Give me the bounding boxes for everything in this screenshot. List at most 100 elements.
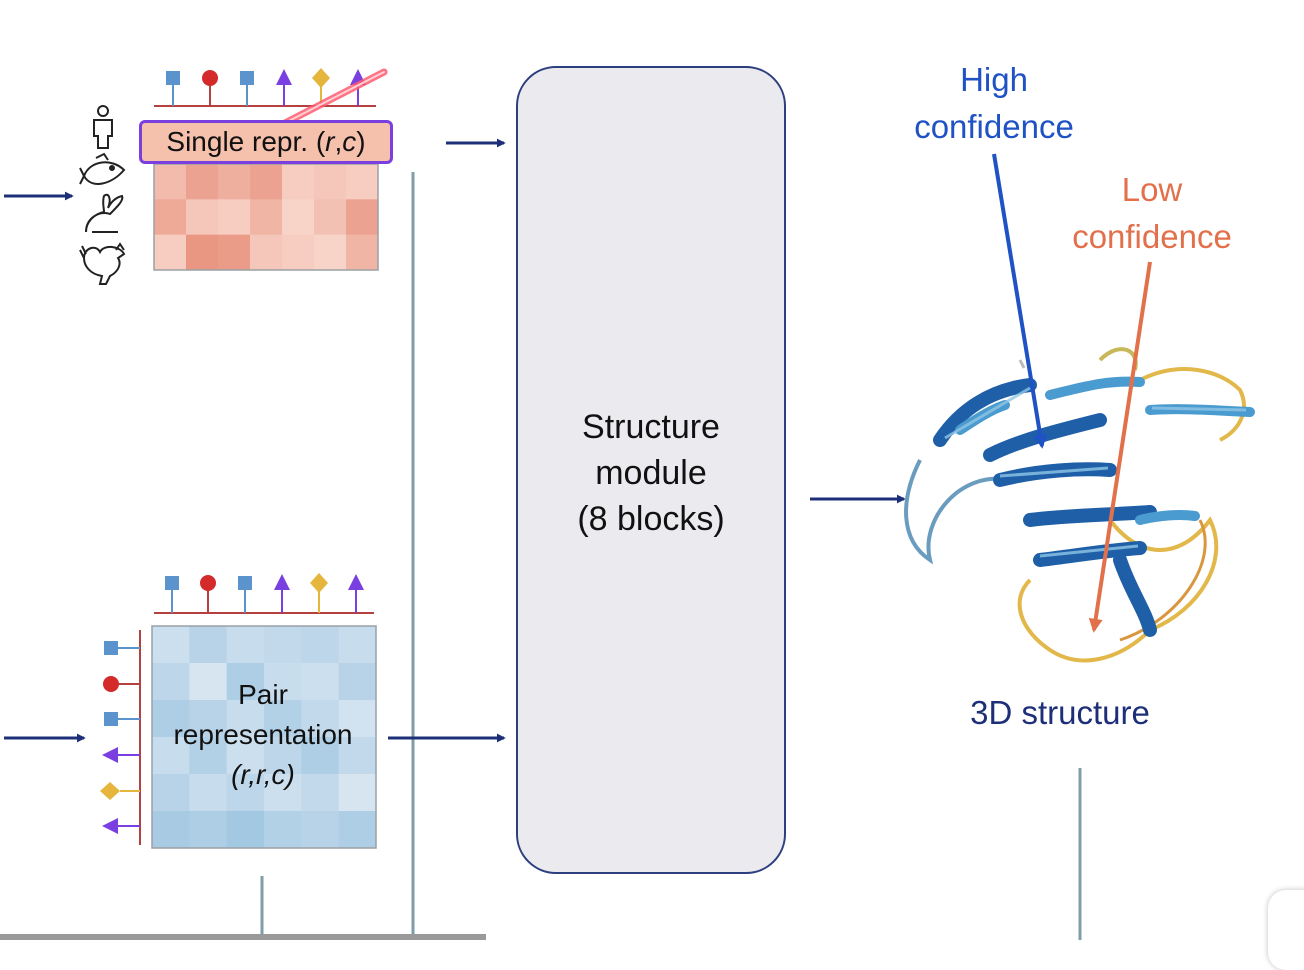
single-heatmap-cell [218,164,251,200]
pair-heatmap-cell [338,737,377,775]
module-label-line1: Structure [582,408,720,446]
pair-heatmap-cell [189,700,228,738]
square-marker [238,576,252,590]
pair-heatmap-cell [226,737,265,775]
pair-label-line2: representation [173,719,353,750]
pair-heatmap-cell [301,626,340,664]
pair-heatmap-cell [226,774,265,812]
square-marker [104,712,118,726]
pair-heatmap-cell [264,663,302,701]
pair-label-line1: Pair [238,679,288,710]
pair-label-line3: (r,r,c) [231,759,295,790]
pair-heatmap-cell [338,700,377,738]
triangle-marker [102,747,118,763]
circle-marker [200,575,216,591]
diagram-stage: Single repr. (r,c) Pair representation (… [0,56,1255,940]
pair-left-markers [100,641,140,834]
single-heatmap-cell [314,199,347,236]
pair-representation-label: Pair representation (r,r,c) [150,675,376,795]
single-heatmap-cell [314,234,347,271]
pair-heatmap-cell [301,700,340,738]
module-label-line2: module [595,454,707,492]
square-marker [165,576,179,590]
pair-heatmap-cell [226,700,265,738]
pair-heatmap-cell [152,811,190,849]
single-heatmap-cell [186,164,219,200]
square-marker [104,641,118,655]
circle-marker [103,676,119,692]
high-confidence-label: High confidence [896,56,1092,150]
single-representation-heatmap [153,163,379,271]
single-heatmap-cell [154,199,187,236]
pair-heatmap-cell [338,626,377,664]
fish-icon [79,152,126,185]
pair-heatmap-cell [152,737,190,775]
single-heatmap-cell [250,199,283,236]
single-heatmap-cell [154,164,187,200]
diagram-canvas [4,68,1255,940]
pair-heatmap-cell [189,663,228,701]
pair-heatmap-cell [301,737,340,775]
low-confidence-arrow [1088,261,1152,633]
video-progress-bar[interactable] [0,934,486,940]
pair-heatmap-cell [301,811,340,849]
pair-heatmap-cell-border [151,625,377,849]
high-confidence-arrow [992,153,1048,449]
single-label-r: r [325,126,335,157]
pair-representation-heatmap [151,625,377,849]
pair-heatmap-cell [152,626,190,664]
single-heatmap-cell [186,199,219,236]
single-heatmap-cell-border [153,163,379,271]
square-marker [166,71,180,85]
pair-heatmap-cell [189,774,228,812]
pair-heatmap-cell [338,774,377,812]
diamond-marker [100,782,120,800]
single-heatmap-cell [250,234,283,271]
single-heatmap-cell [154,234,187,271]
rooster-icon [79,242,126,285]
single-heatmap-cell [186,234,219,271]
3d-structure-label: 3D structure [970,694,1150,731]
triangle-marker [102,818,118,834]
triangle-marker [276,69,292,85]
pair-heatmap-cell [189,626,228,664]
human-icon [93,105,113,149]
pair-heatmap-cell [338,811,377,849]
pair-heatmap-cell [226,663,265,701]
single-heatmap-cell [218,234,251,271]
pair-heatmap-cell [301,774,340,812]
circle-marker [202,70,218,86]
diamond-marker [312,68,330,88]
pair-heatmap-cell [226,811,265,849]
player-control-handle[interactable] [1268,890,1304,970]
single-heatmap-cell [346,164,379,200]
single-heatmap-cell [346,234,379,271]
pair-heatmap-cell [189,811,228,849]
structure-module-box [516,66,786,874]
single-heatmap-cell [282,234,315,271]
pair-heatmap-cell [152,774,190,812]
protein-structure-image [904,347,1255,663]
structure-module-label: Structure module (8 blocks) [516,404,786,542]
pair-heatmap-cell [264,737,302,775]
pair-heatmap-cell [226,626,265,664]
pair-heatmap-cell [152,700,190,738]
single-heatmap-cell [346,199,379,236]
low-confidence-label: Low confidence [1052,166,1252,260]
diamond-marker [310,573,328,593]
pair-heatmap-cell [301,663,340,701]
module-label-line3: (8 blocks) [577,500,725,538]
single-label-suffix: ) [356,126,366,157]
square-marker [240,71,254,85]
pair-heatmap-cell [264,811,302,849]
low-confidence-line1: Low [1121,171,1183,208]
low-confidence-line2: confidence [1072,218,1232,255]
high-confidence-line1: High [960,61,1028,98]
single-heatmap-cell [314,164,347,200]
single-label-prefix: Single repr. ( [166,126,326,157]
triangle-marker [274,574,290,590]
pair-heatmap-cell [264,626,302,664]
single-representation-label: Single repr. (r,c) [139,120,393,164]
single-heatmap-cell [282,164,315,200]
pair-heatmap-cell [264,700,302,738]
